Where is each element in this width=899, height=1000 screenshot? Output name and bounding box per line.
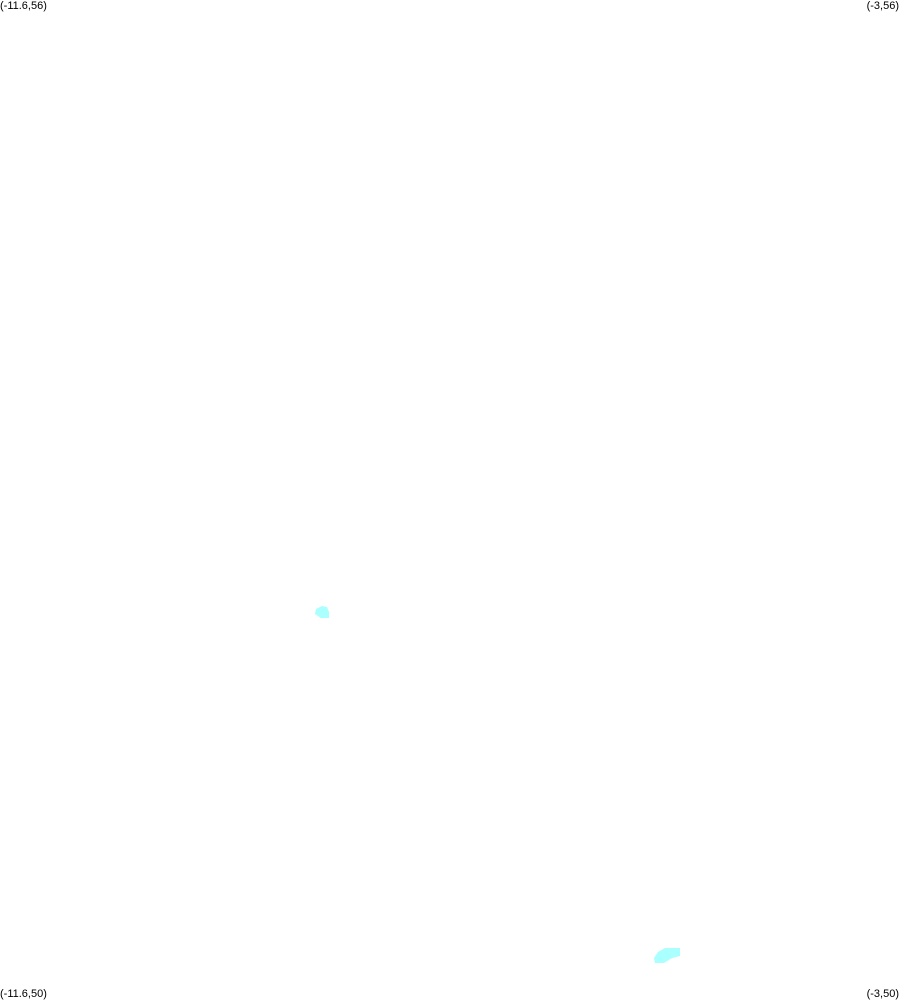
- corner-label-bottom-left: (-11.6,50): [0, 988, 47, 1000]
- corner-label-top-left: (-11.6,56): [0, 0, 47, 12]
- island-southeast: [654, 948, 680, 963]
- corner-label-bottom-right: (-3,50): [866, 988, 899, 1000]
- corner-label-top-right: (-3,56): [866, 0, 899, 12]
- island-west: [315, 606, 329, 618]
